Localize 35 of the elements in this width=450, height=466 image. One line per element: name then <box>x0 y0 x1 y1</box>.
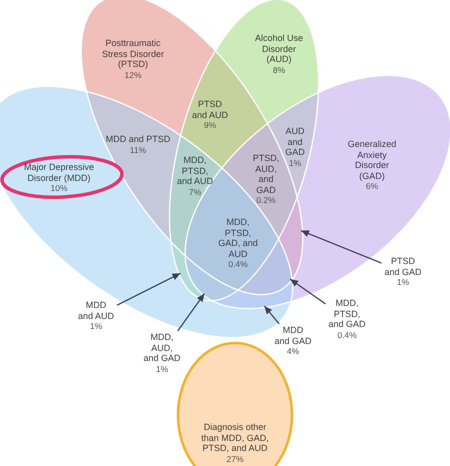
overlap-region <box>214 281 293 309</box>
percentage-label: 10% <box>50 183 68 194</box>
category-label: Generalized Anxiety Disorder (GAD) <box>347 139 397 181</box>
percentage-label: 1% <box>89 321 103 332</box>
percentage-label: 8% <box>272 64 286 75</box>
percentage-label: 6% <box>365 181 379 192</box>
percentage-label: 4% <box>286 346 300 356</box>
callout-label: PTSD and GAD <box>384 256 422 277</box>
percentage-label: 12% <box>124 70 142 80</box>
overlap-label: MDD, PTSD, and AUD <box>176 155 214 186</box>
percentage-label: 1% <box>155 364 169 374</box>
percentage-label: 7% <box>188 186 202 197</box>
overlap-label: MDD, PTSD, GAD, and AUD <box>218 217 258 259</box>
category-label: Major Depressive Disorder (MDD) <box>23 162 95 183</box>
category-label: Alcohol Use Disorder (AUD) <box>254 33 304 64</box>
percentage-label: 1% <box>396 277 410 288</box>
percentage-label: 0.4% <box>228 259 248 270</box>
overlap-label: PTSD and AUD <box>191 99 229 120</box>
percentage-label: 0.4% <box>336 330 358 340</box>
percentage-label: 27% <box>226 454 244 464</box>
overlap-label: MDD and PTSD <box>105 134 171 144</box>
callout-label: MDD and GAD <box>274 325 312 346</box>
callout-label: MDD, AUD, and GAD <box>142 332 182 364</box>
leader-arrow <box>290 278 326 304</box>
percentage-label: 9% <box>203 120 217 130</box>
percentage-label: 1% <box>288 158 302 168</box>
callout-label: MDD and AUD <box>77 300 115 321</box>
percentage-label: 0.2% <box>256 195 276 206</box>
overlap-label: AUD and GAD <box>284 126 306 158</box>
percentage-label: 11% <box>129 144 147 155</box>
overlap-label: PTSD, AUD, and GAD <box>252 153 280 195</box>
category-label: Posttraumatic Stress Disorder (PTSD) <box>101 38 165 70</box>
category-label: Diagnosis other than MDD, GAD, PTSD, and AUD <box>200 422 270 454</box>
callout-label: MDD, PTSD, and GAD <box>328 298 366 330</box>
leader-arrow <box>264 306 280 324</box>
